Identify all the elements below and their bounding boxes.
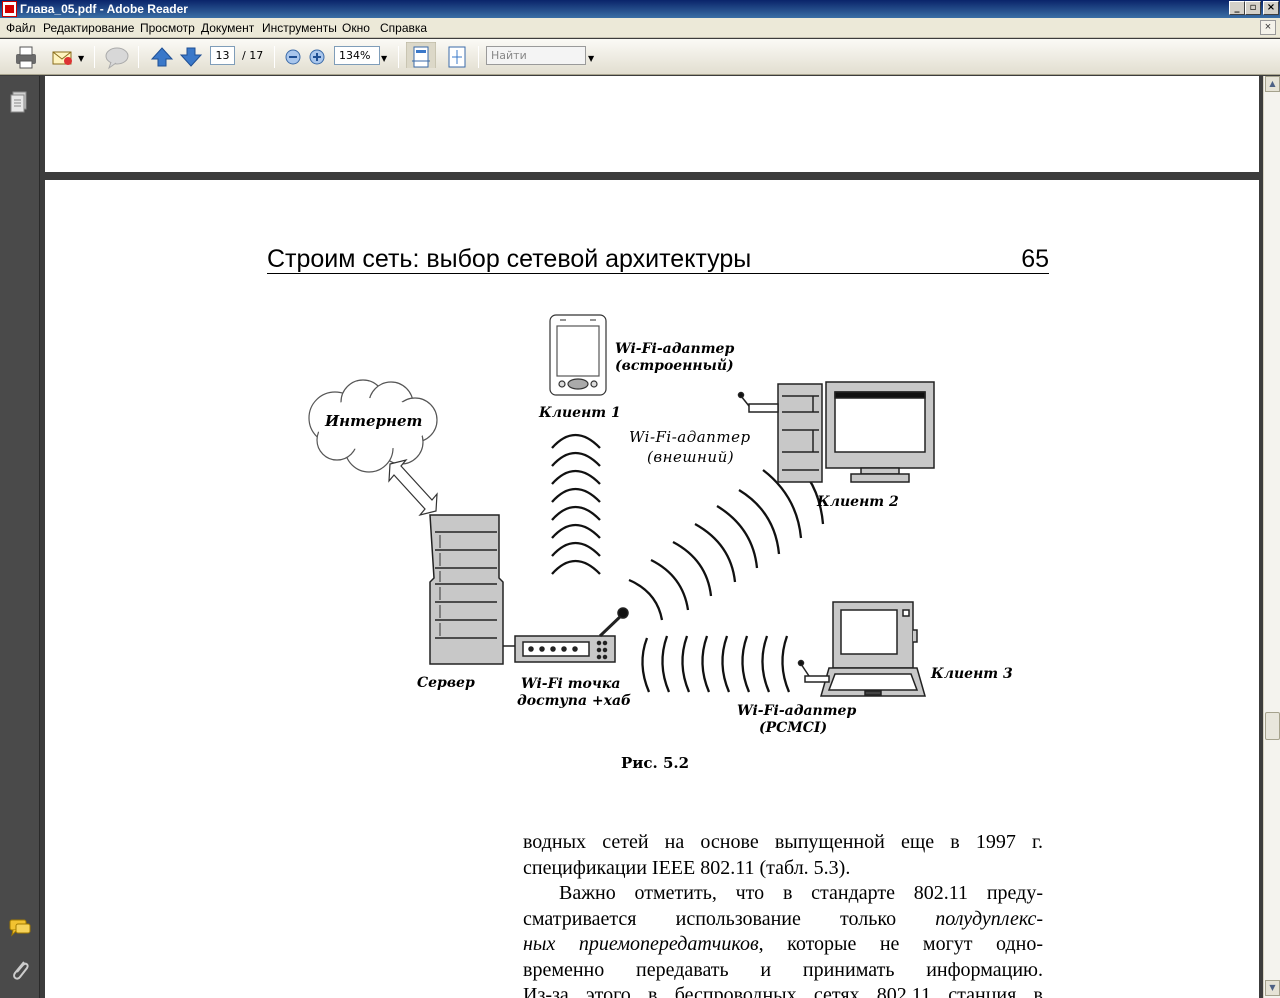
internet-label: Интернет xyxy=(325,412,423,430)
maximize-button[interactable]: ▫ xyxy=(1245,1,1261,15)
text-fragment: сматривается использование только xyxy=(523,907,897,930)
print-icon[interactable] xyxy=(12,44,40,70)
toolbar-separator xyxy=(398,46,399,68)
internet-cloud xyxy=(308,379,438,473)
menu-help[interactable]: Справка xyxy=(380,21,428,35)
pda-device xyxy=(549,314,607,396)
client1-label: Клиент 1 xyxy=(539,405,621,421)
toolbar-separator xyxy=(274,46,275,68)
page-number: 65 xyxy=(1021,245,1049,273)
next-page-icon[interactable] xyxy=(179,44,203,70)
client3-label: Клиент 3 xyxy=(931,666,1013,682)
figure-caption: Рис. 5.2 xyxy=(621,754,690,772)
internet-link-arrow xyxy=(388,458,438,517)
window-title: Глава_05.pdf - Adobe Reader xyxy=(20,2,188,16)
prev-page-icon[interactable] xyxy=(150,44,174,70)
wifi-waves-client3 xyxy=(641,635,791,693)
adobe-reader-icon xyxy=(2,1,17,17)
access-point xyxy=(514,607,629,663)
email-icon[interactable] xyxy=(50,44,76,70)
search-input[interactable]: Найти xyxy=(486,46,586,65)
zoom-level-input[interactable]: 134% xyxy=(334,46,380,65)
menu-file[interactable]: Файл xyxy=(6,21,36,35)
navigation-pane xyxy=(0,76,40,998)
text-line-mixed: ных приемопередатчиков, которые не могут… xyxy=(523,932,1043,958)
email-dropdown-icon[interactable]: ▼ xyxy=(78,54,85,63)
wifi-waves-client1 xyxy=(551,433,601,575)
menu-bar: Файл Редактирование Просмотр Документ Ин… xyxy=(0,18,1280,38)
total-pages: / 17 xyxy=(242,49,264,62)
running-title: Строим сеть: выбор сетевой архитектуры xyxy=(267,245,752,273)
close-button[interactable]: × xyxy=(1263,1,1279,15)
client3-adapter-type: (PCMCI) xyxy=(759,720,828,736)
client1-adapter-label: Wi-Fi-адаптер xyxy=(615,341,735,357)
menu-tools[interactable]: Инструменты xyxy=(262,21,337,35)
wifi-waves-client2 xyxy=(628,453,825,621)
running-header: Строим сеть: выбор сетевой архитектуры 6… xyxy=(267,244,1049,274)
scroll-down-icon[interactable]: ▼ xyxy=(1265,980,1280,996)
menu-edit[interactable]: Редактирование xyxy=(43,21,135,35)
fit-page-icon[interactable] xyxy=(444,44,470,70)
client2-adapter-type: (внешний) xyxy=(647,448,735,466)
vertical-scrollbar[interactable]: ▲ ▼ xyxy=(1263,76,1280,998)
document-view[interactable]: Строим сеть: выбор сетевой архитектуры 6… xyxy=(40,76,1263,998)
zoom-in-icon[interactable] xyxy=(307,44,327,70)
fit-width-icon[interactable] xyxy=(406,42,436,68)
menu-document[interactable]: Документ xyxy=(201,21,255,35)
toolbar: ▼ 13 / 17 134% ▼ Найти ▼ xyxy=(0,39,1280,75)
server-tower xyxy=(429,514,504,665)
document-close-icon[interactable]: × xyxy=(1260,20,1276,35)
current-page: Строим сеть: выбор сетевой архитектуры 6… xyxy=(45,180,1259,998)
text-line-mixed: сматривается использование только полуду… xyxy=(523,907,1043,933)
menu-view[interactable]: Просмотр xyxy=(140,21,195,35)
server-label: Сервер xyxy=(417,675,475,691)
laptop-computer xyxy=(797,601,926,697)
access-point-hub-label: доступа +хаб xyxy=(517,693,632,709)
text-line: Из-за этого в беспроводных сетях 802.11 … xyxy=(523,984,1043,998)
client3-adapter-label: Wi-Fi-адаптер xyxy=(737,703,857,719)
text-line: спецификации IEEE 802.11 (табл. 5.3). xyxy=(523,856,851,879)
access-point-label: Wi-Fi точка xyxy=(521,676,621,692)
client2-label: Клиент 2 xyxy=(817,494,899,510)
menu-window[interactable]: Окно xyxy=(342,21,370,35)
title-bar: Глава_05.pdf - Adobe Reader _ ▫ × xyxy=(0,0,1280,18)
text-line: Важно отметить, что в стандарте 802.11 п… xyxy=(559,882,1043,904)
zoom-out-icon[interactable] xyxy=(283,44,303,70)
italic-term: ных приемопередатчиков xyxy=(523,933,759,955)
scroll-up-icon[interactable]: ▲ xyxy=(1265,76,1280,92)
text-line: водных сетей на основе выпущенной еще в … xyxy=(523,831,1043,853)
toolbar-separator xyxy=(138,46,139,68)
text-line: временно передавать и принимать информац… xyxy=(523,958,1043,981)
comments-icon[interactable] xyxy=(103,44,131,70)
text-fragment: , которые не могут одно- xyxy=(758,933,1043,955)
pages-panel-icon[interactable] xyxy=(9,90,31,114)
toolbar-separator xyxy=(478,46,479,68)
body-text: водных сетей на основе выпущенной еще в … xyxy=(523,830,1043,998)
attachments-panel-icon[interactable] xyxy=(9,958,31,982)
comments-panel-icon[interactable] xyxy=(8,918,32,938)
network-diagram xyxy=(308,314,935,697)
client1-adapter-type: (встроенный) xyxy=(615,358,734,374)
search-dropdown-icon[interactable]: ▼ xyxy=(588,54,595,63)
toolbar-separator xyxy=(94,46,95,68)
italic-term: полудуплекс- xyxy=(935,907,1043,930)
zoom-dropdown-icon[interactable]: ▼ xyxy=(381,54,388,63)
client2-adapter-label: Wi-Fi-адаптер xyxy=(629,428,751,446)
previous-page xyxy=(45,76,1259,172)
desktop-computer xyxy=(737,381,935,483)
scroll-thumb[interactable] xyxy=(1265,712,1280,740)
page-number-input[interactable]: 13 xyxy=(210,46,235,65)
minimize-button[interactable]: _ xyxy=(1229,1,1245,15)
